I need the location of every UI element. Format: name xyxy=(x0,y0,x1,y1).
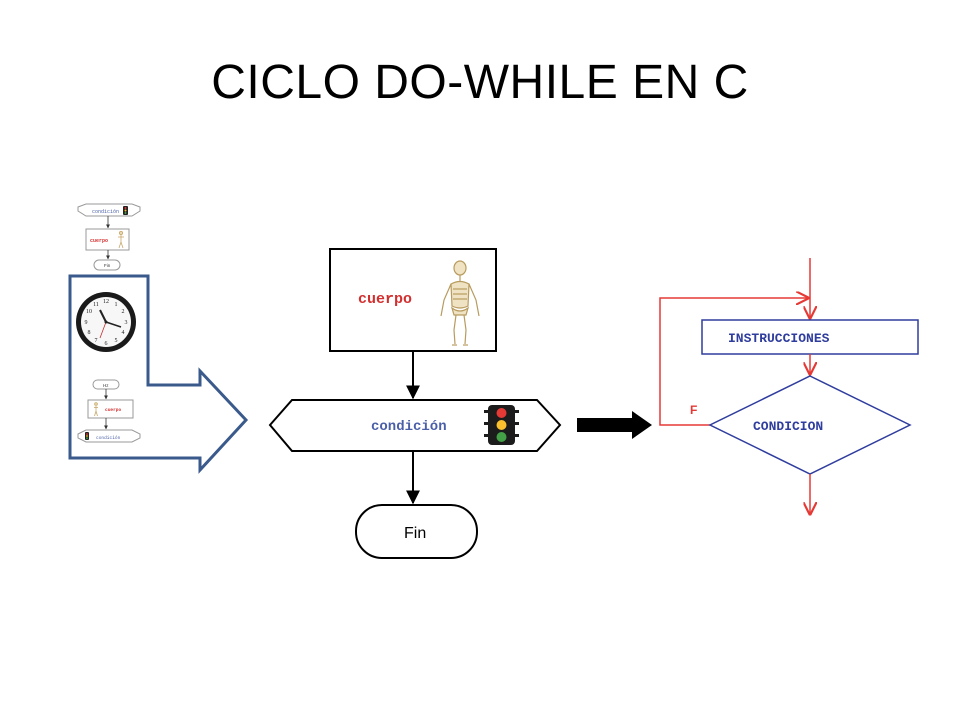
svg-text:11: 11 xyxy=(93,302,99,308)
end-terminal xyxy=(355,504,478,559)
svg-text:3: 3 xyxy=(125,320,128,326)
instructions-box xyxy=(701,319,919,355)
thumb-start-label: Hz xyxy=(103,383,109,388)
instructions-label: INSTRUCCIONES xyxy=(728,331,830,346)
skeleton-icon xyxy=(440,260,480,346)
thumb-skeleton-icon xyxy=(118,230,124,249)
right-flowchart: INSTRUCCIONES CONDICION F xyxy=(659,258,919,514)
svg-text:8: 8 xyxy=(88,330,91,336)
thumb-condition-label: condición xyxy=(92,209,119,215)
slide-title: CICLO DO-WHILE EN C xyxy=(211,56,749,109)
condition-label: condición xyxy=(371,419,447,435)
thumb-do-condition-label: condición xyxy=(96,435,121,441)
connector-arrow xyxy=(577,411,652,439)
thumb-do-condition-hexagon xyxy=(77,429,141,443)
thumb-body-label: cuerpo xyxy=(90,238,108,244)
end-label: Fin xyxy=(404,525,426,542)
svg-text:2: 2 xyxy=(122,309,125,315)
thumb-do-body-label: cuerpo xyxy=(105,407,122,413)
wall-clock-icon: 12 1 2 3 4 5 6 7 8 9 10 11 xyxy=(76,292,136,352)
thumb-end-terminal xyxy=(93,259,121,271)
thumb-do-skeleton-icon xyxy=(94,402,98,417)
big-transition-arrow xyxy=(68,274,249,474)
thumb-body-box xyxy=(85,228,130,251)
thumb-end-label: Fin xyxy=(104,263,111,268)
svg-text:10: 10 xyxy=(86,309,92,315)
condition-diamond-label: CONDICION xyxy=(753,419,823,434)
thumb-traffic-light-icon xyxy=(123,206,128,215)
body-box xyxy=(329,248,497,352)
svg-text:5: 5 xyxy=(115,338,118,344)
svg-text:9: 9 xyxy=(85,320,88,326)
thumb-do-traffic-light-icon xyxy=(85,432,89,440)
svg-text:7: 7 xyxy=(95,338,98,344)
body-label: cuerpo xyxy=(358,291,412,308)
svg-text:12: 12 xyxy=(103,299,109,305)
svg-text:4: 4 xyxy=(122,330,125,336)
center-flowchart: cuerpo condición xyxy=(268,248,562,559)
false-branch-label: F xyxy=(690,403,697,417)
svg-text:6: 6 xyxy=(105,341,108,347)
thumbnail-while-flowchart: condición cuerpo Fin Hz cuerpo xyxy=(77,203,141,443)
thumb-do-body-box xyxy=(87,399,134,419)
svg-text:1: 1 xyxy=(115,302,118,308)
traffic-light-icon xyxy=(484,405,519,445)
